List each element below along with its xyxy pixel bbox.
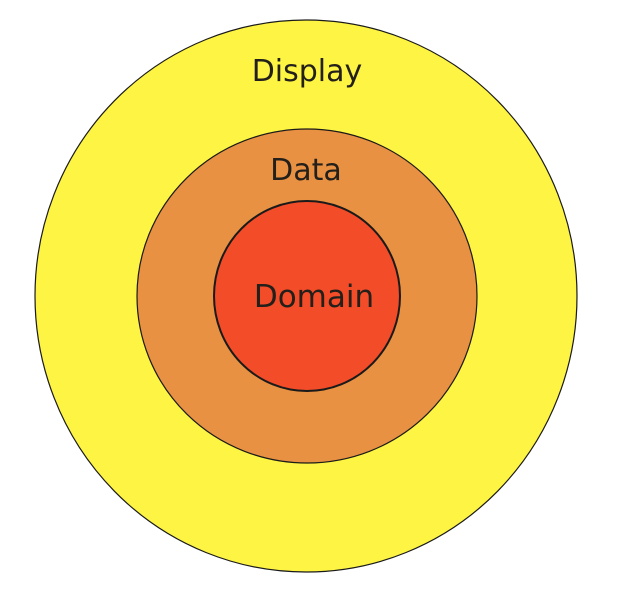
data-layer-label: Data <box>270 153 342 188</box>
domain-layer-circle <box>213 200 401 392</box>
domain-layer-label: Domain <box>254 279 374 315</box>
display-layer-label: Display <box>252 54 363 89</box>
